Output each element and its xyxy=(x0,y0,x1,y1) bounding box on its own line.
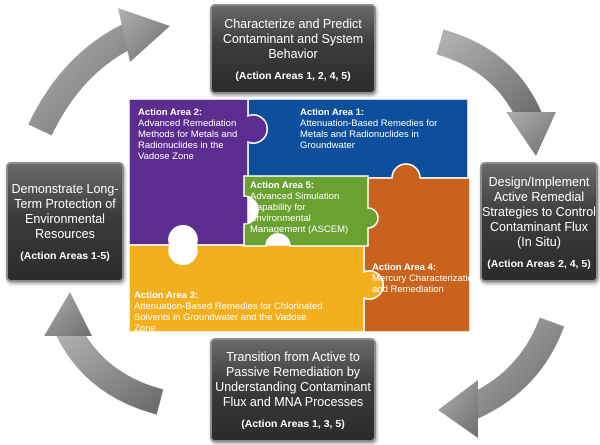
goal-box-transition-title: Transition from Active to Passive Remedi… xyxy=(215,350,371,409)
goal-box-demonstrate-areas: (Action Areas 1-5) xyxy=(20,250,110,262)
goal-box-characterize-title: Characterize and Predict Contaminant and… xyxy=(222,16,364,61)
action-area-3-label: Action Area 3: Attenuation-Based Remedie… xyxy=(134,290,324,334)
goal-box-transition-areas: (Action Areas 1, 3, 5) xyxy=(241,418,345,430)
action-area-4-heading: Action Area 4: xyxy=(372,262,437,273)
cycle-arrow-bottom-right xyxy=(438,317,565,438)
action-area-1-text: Attenuation-Based Remedies for Metals an… xyxy=(300,118,438,151)
goal-box-characterize: Characterize and Predict Contaminant and… xyxy=(210,4,376,94)
action-area-2-text: Advanced Remediation Methods for Metals … xyxy=(138,118,238,162)
goal-box-characterize-areas: (Action Areas 1, 2, 4, 5) xyxy=(235,69,351,82)
action-area-1-heading: Action Area 1: xyxy=(300,107,365,118)
puzzle-piece-action-area-4 xyxy=(363,163,471,333)
action-area-4-text: Mercury Characterization and Remediation xyxy=(372,273,479,295)
action-area-5-heading: Action Area 5: xyxy=(250,180,315,191)
goal-box-design-implement: Design/Implement Active Remedial Strateg… xyxy=(480,162,598,282)
action-area-3-text: Attenuation-Based Remedies for Chlorinat… xyxy=(134,301,323,334)
cycle-arrow-top-left xyxy=(28,8,170,136)
action-area-2-label: Action Area 2: Advanced Remediation Meth… xyxy=(138,107,246,162)
action-area-5-label: Action Area 5: Advanced Simulation Capab… xyxy=(250,180,350,235)
goal-box-transition: Transition from Active to Passive Remedi… xyxy=(210,338,376,442)
puzzle-piece-action-area-3 xyxy=(128,244,384,333)
cycle-arrow-bottom-left xyxy=(44,292,164,415)
action-area-5-text: Advanced Simulation Capability for Envir… xyxy=(250,191,349,235)
action-area-1-label: Action Area 1: Attenuation-Based Remedie… xyxy=(300,107,460,151)
action-area-3-heading: Action Area 3: xyxy=(134,290,199,301)
goal-box-demonstrate-title: Demonstrate Long-Term Protection of Envi… xyxy=(11,182,119,241)
goal-box-design-implement-title: Design/Implement Active Remedial Strateg… xyxy=(482,174,596,249)
action-area-4-label: Action Area 4: Mercury Characterization … xyxy=(372,262,482,295)
goal-box-design-implement-areas: (Action Areas 2, 4, 5) xyxy=(487,257,591,270)
cycle-arrow-top-right xyxy=(436,29,556,156)
puzzle-piece-action-area-5 xyxy=(243,175,379,247)
goal-box-demonstrate: Demonstrate Long-Term Protection of Envi… xyxy=(6,162,124,282)
action-area-2-heading: Action Area 2: xyxy=(138,107,203,118)
